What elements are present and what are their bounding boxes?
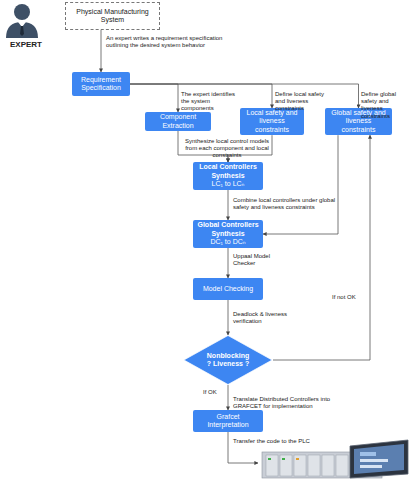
edge-label: If not OK <box>332 294 368 301</box>
node-subtitle: LC₁ to LCₙ <box>212 180 245 188</box>
node-title: Component Extraction <box>148 113 208 130</box>
flow-arrow <box>228 190 229 220</box>
flow-arrow <box>130 84 359 108</box>
node-title: Global Controllers Synthesis <box>196 221 260 238</box>
flow-arrow <box>101 30 102 72</box>
step-note: Transfer the code to the PLC <box>233 438 333 445</box>
role-label: EXPERT <box>4 40 48 50</box>
flow-arrow <box>130 84 178 112</box>
edge-label: Combine local controllers under global s… <box>233 197 341 211</box>
expert-icon <box>6 4 38 38</box>
system-box: Physical Manufacturing System <box>65 2 160 30</box>
flow-arrow <box>228 385 229 410</box>
flow-arrow <box>273 135 370 360</box>
node-title: Local safety and liveness constraints <box>243 109 301 134</box>
constraint-box: Local safety and liveness constraints <box>240 108 304 135</box>
process-box: Component Extraction <box>145 112 211 131</box>
edge-label: Uppaal Model Checker <box>233 253 293 267</box>
process-box: Model Checking <box>193 278 263 300</box>
decision-diamond: Nonblocking ? Liveness ? <box>183 335 273 385</box>
edge-label: Deadlock & liveness verification <box>233 311 315 325</box>
diamond-shape <box>184 336 272 385</box>
edge-label: The expert identifies the system compone… <box>181 91 239 113</box>
plc-illustration <box>262 440 408 478</box>
flow-arrow <box>228 300 229 335</box>
process-box: Grafcet Interpretation <box>193 410 263 432</box>
process-box: Requirement Specification <box>72 72 130 96</box>
node-title: Model Checking <box>203 285 253 293</box>
step-note: Translate Distributed Controllers into G… <box>233 396 353 410</box>
edge-label: Define global safety and liveness constr… <box>361 91 411 120</box>
node-title: Physical Manufacturing System <box>69 8 156 25</box>
process-box: Global Controllers SynthesisDC₁ to DCₙ <box>193 220 263 248</box>
edge-label: Synthesize local control models from eac… <box>183 138 271 160</box>
flow-arrow <box>263 135 338 234</box>
process-box: Local Controllers SynthesisLC₁ to LCₙ <box>193 162 263 190</box>
node-title: Grafcet Interpretation <box>196 413 260 430</box>
constraint-box: Global safety and liveness constraints <box>325 108 392 135</box>
edge-label: If OK <box>203 389 227 396</box>
node-subtitle: DC₁ to DCₙ <box>210 238 245 246</box>
flow-arrow <box>228 248 229 278</box>
plc-transfer-arrow <box>228 432 258 463</box>
node-title: Requirement Specification <box>75 76 127 93</box>
node-title: Local Controllers Synthesis <box>196 163 260 180</box>
node-title: Nonblocking ? Liveness ? <box>205 352 251 369</box>
edge-label: An expert writes a requirement specifica… <box>106 35 236 49</box>
edge-label: Define local safety and liveness constra… <box>275 91 327 113</box>
